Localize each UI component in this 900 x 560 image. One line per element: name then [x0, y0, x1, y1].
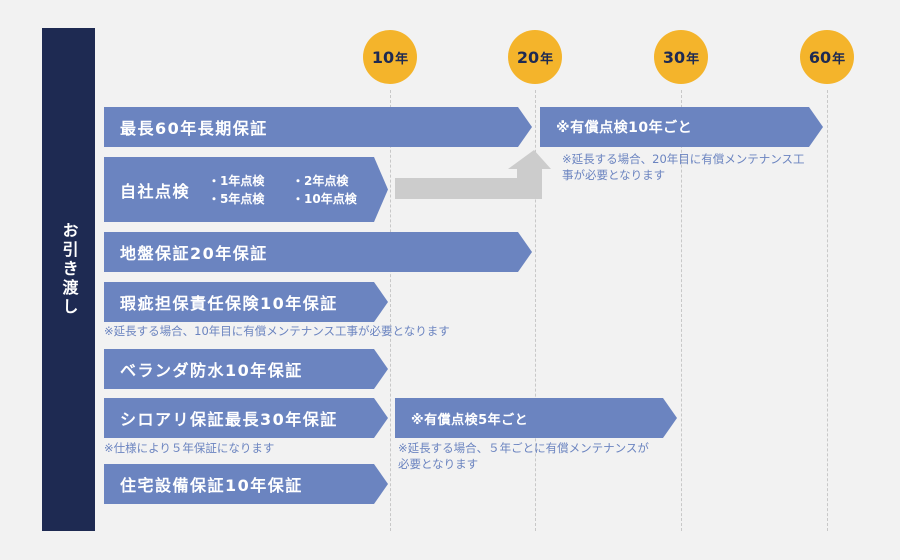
- timeline-line-30: [681, 90, 682, 531]
- handover-label: お引き渡し: [59, 222, 79, 317]
- timeline-line-20: [535, 90, 536, 531]
- equipment-warranty-arrow: 住宅設備保証10年保証: [104, 464, 388, 504]
- timeline-line-10: [390, 90, 391, 531]
- defect-insurance-note: ※延長する場合、10年目に有償メンテナンス工事が必要となります: [104, 324, 450, 338]
- defect-insurance-arrow: 瑕疵担保責任保険10年保証: [104, 282, 388, 322]
- warranty-max60-note: ※延長する場合、20年目に有償メンテナンス工事が必要となります: [562, 152, 805, 182]
- termite-extension-arrow: ※有償点検5年ごと: [395, 398, 677, 438]
- ground-warranty-label: 地盤保証20年保証: [120, 244, 268, 263]
- termite-extension-label: ※有償点検5年ごと: [411, 412, 529, 428]
- termite-warranty-label: シロアリ保証最長30年保証: [120, 410, 338, 429]
- handover-sidebar: [42, 28, 95, 531]
- termite-extension-note: ※延長する場合、５年ごとに有償メンテナンスが必要となります: [398, 441, 649, 471]
- inspection-label: 自社点検: [120, 181, 191, 201]
- defect-insurance-label: 瑕疵担保責任保険10年保証: [120, 294, 338, 313]
- inspection-item: ・5年点検: [208, 191, 265, 206]
- inspection-item: ・1年点検: [208, 173, 265, 188]
- termite-warranty-arrow: シロアリ保証最長30年保証: [104, 398, 388, 438]
- veranda-waterproof-arrow: ベランダ防水10年保証: [104, 349, 388, 389]
- ground-warranty-arrow: 地盤保証20年保証: [104, 232, 532, 272]
- termite-warranty-note: ※仕様により５年保証になります: [104, 441, 275, 455]
- warranty-max60-label: 最長60年長期保証: [120, 119, 268, 138]
- timeline-line-60: [827, 90, 828, 531]
- inspection-arrow: 自社点検 ・1年点検 ・2年点検 ・5年点検 ・10年点検: [104, 157, 388, 222]
- warranty-max60-extension-label: ※有償点検10年ごと: [556, 120, 693, 136]
- inspection-item: ・10年点検: [292, 191, 357, 206]
- equipment-warranty-label: 住宅設備保証10年保証: [120, 476, 303, 495]
- warranty-max60-extension-arrow: ※有償点検10年ごと: [540, 107, 823, 147]
- inspection-items: ・1年点検 ・2年点検 ・5年点検 ・10年点検: [208, 172, 376, 208]
- inspection-item: ・2年点検: [292, 173, 349, 188]
- veranda-waterproof-label: ベランダ防水10年保証: [120, 361, 303, 380]
- extension-connector-arrow: [395, 150, 551, 199]
- warranty-max60-arrow: 最長60年長期保証: [104, 107, 532, 147]
